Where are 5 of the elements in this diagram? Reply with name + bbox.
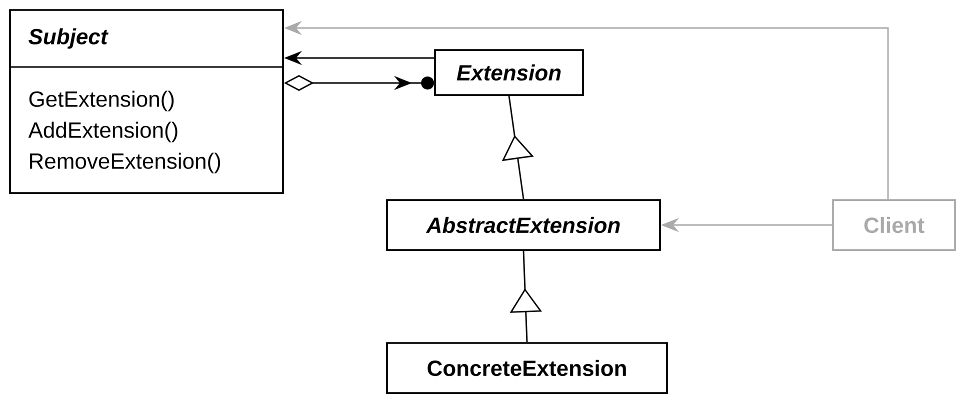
class-box: AbstractExtension bbox=[386, 199, 661, 251]
class-box: Extension bbox=[434, 49, 584, 96]
class-box: Client bbox=[832, 199, 956, 251]
class-box: Subject GetExtension() AddExtension() RemoveExtension() bbox=[9, 9, 284, 194]
class-box: ConcreteExtension bbox=[386, 342, 668, 394]
